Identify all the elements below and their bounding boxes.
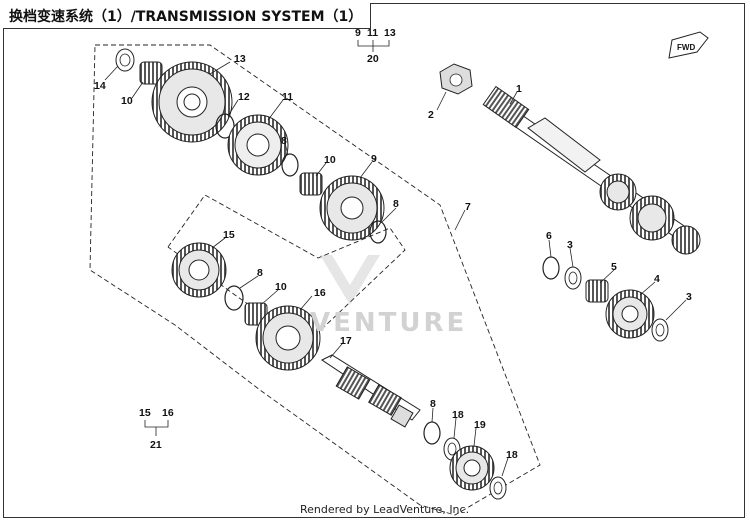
circlip-12 (215, 113, 235, 139)
gear-16 (255, 305, 321, 371)
watermark-emblem-icon (320, 255, 380, 305)
callout-17: 17 (340, 335, 352, 347)
fwd-arrow-icon: FWD (668, 31, 709, 59)
callout-2: 2 (428, 109, 434, 121)
circlip-8c (224, 285, 244, 311)
fwd-label: FWD (677, 43, 695, 52)
callout-1: 1 (516, 83, 522, 95)
group-20-total: 20 (367, 53, 379, 65)
credit-text: Rendered by LeadVenture, Inc. (300, 503, 470, 516)
group-label-21: 15 16 21 (139, 407, 174, 451)
needle-bearing-5 (585, 279, 609, 303)
shaft-17 (321, 354, 421, 428)
callout-8: 8 (430, 398, 436, 410)
washer-3b (651, 318, 669, 342)
callout-6: 6 (546, 230, 552, 242)
callout-12: 12 (238, 91, 250, 103)
group-21-part-15: 15 (139, 407, 151, 419)
callout-10: 10 (121, 95, 133, 107)
callout-19: 19 (474, 419, 486, 431)
sleeve-11 (227, 114, 289, 176)
callout-18: 18 (452, 409, 464, 421)
group-20-part-13: 13 (384, 27, 396, 39)
diagram-frame (3, 3, 745, 518)
needle-bearing-10a (139, 61, 163, 85)
callout-18: 18 (506, 449, 518, 461)
circlip-6 (542, 256, 560, 280)
callout-3: 3 (686, 291, 692, 303)
assembly-outline-7 (89, 44, 541, 516)
gear-13 (151, 61, 233, 143)
callout-13: 13 (234, 53, 246, 65)
callout-8: 8 (257, 267, 263, 279)
circlip-8a (281, 153, 299, 177)
callout-14: 14 (94, 80, 106, 92)
callout-4: 4 (654, 273, 660, 285)
callout-9: 9 (371, 153, 377, 165)
group-20-part-11: 11 (367, 27, 378, 39)
callout-11: 11 (282, 91, 293, 103)
callout-16: 16 (314, 287, 326, 299)
gear-9 (319, 175, 385, 241)
callout-7: 7 (465, 201, 471, 213)
gear-15 (171, 242, 227, 298)
callout-15: 15 (223, 229, 235, 241)
circlip-8b (369, 220, 387, 244)
washer-18b (489, 476, 507, 500)
nut-2 (439, 63, 473, 95)
gear-19 (449, 445, 495, 491)
circlip-8d (423, 421, 441, 445)
group-21-total: 21 (150, 439, 162, 451)
callout-5: 5 (611, 261, 617, 273)
group-20-part-9: 9 (355, 27, 361, 39)
callout-10: 10 (275, 281, 287, 293)
group-21-part-16: 16 (162, 407, 174, 419)
shaft-1 (482, 85, 701, 255)
page-title: 换档变速系统（1）/TRANSMISSION SYSTEM（1） (3, 3, 372, 29)
gear-4 (605, 289, 655, 339)
group-label-20: 9 11 13 20 (355, 27, 396, 65)
watermark-text: VENTURE (310, 308, 468, 338)
callout-10: 10 (324, 154, 336, 166)
leader-lines (104, 61, 687, 477)
callout-8: 8 (281, 135, 287, 147)
callout-3: 3 (567, 239, 573, 251)
washer-3a (564, 266, 582, 290)
callout-8: 8 (393, 198, 399, 210)
washer-14 (115, 48, 135, 72)
needle-bearing-10b (299, 172, 323, 196)
